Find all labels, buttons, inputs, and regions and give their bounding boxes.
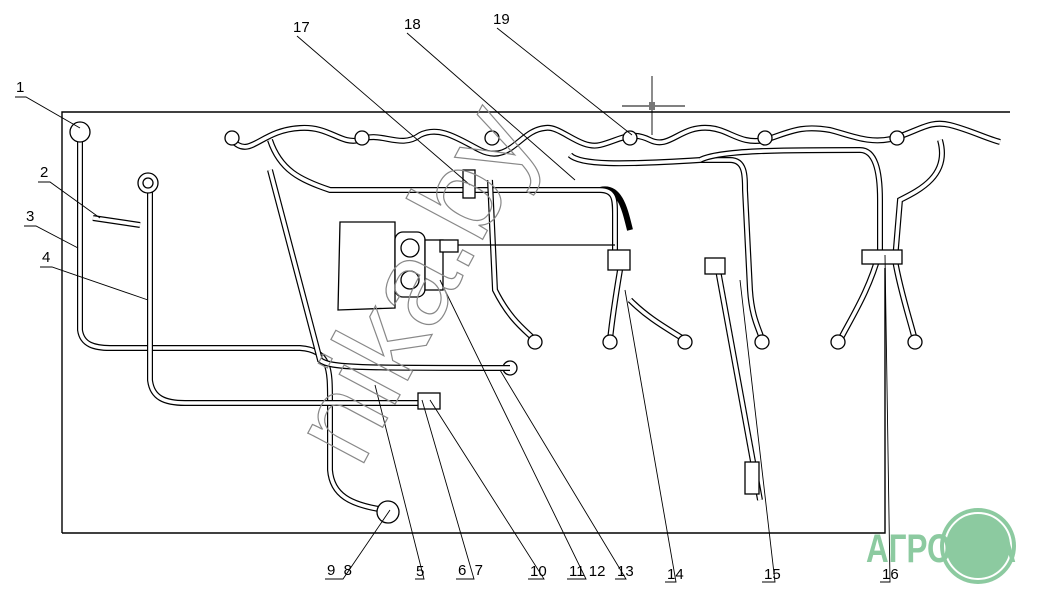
callout-19: 19 (493, 11, 510, 28)
injector-nuts (224, 130, 923, 376)
callout-15: 15 (764, 566, 781, 583)
callout-4: 4 (42, 249, 50, 266)
callout-10: 10 (530, 563, 547, 580)
callout-5: 5 (416, 563, 424, 580)
leader-lines (15, 27, 891, 583)
callout-13: 13 (617, 563, 634, 580)
callout-3: 3 (26, 208, 34, 225)
callout-18: 18 (404, 16, 421, 33)
callout-14: 14 (667, 566, 684, 583)
center-mark (622, 76, 685, 135)
callout-16: 16 (882, 566, 899, 583)
low-pressure-lines (77, 140, 763, 513)
callout-11-12: 11 12 (569, 563, 605, 580)
logo-text: АГРОНКА (866, 527, 1016, 571)
agronika-logo: АГРОНКА (866, 508, 1016, 584)
drawing-frame (61, 111, 1010, 534)
callout-1: 1 (16, 79, 24, 96)
watermark: nika.by (265, 84, 562, 483)
callout-17: 17 (293, 19, 310, 36)
callout-6-7: 6 7 (458, 562, 483, 579)
callout-9-8: 9 8 (327, 562, 352, 579)
fuel-pump (337, 221, 615, 311)
callout-2: 2 (40, 164, 48, 181)
